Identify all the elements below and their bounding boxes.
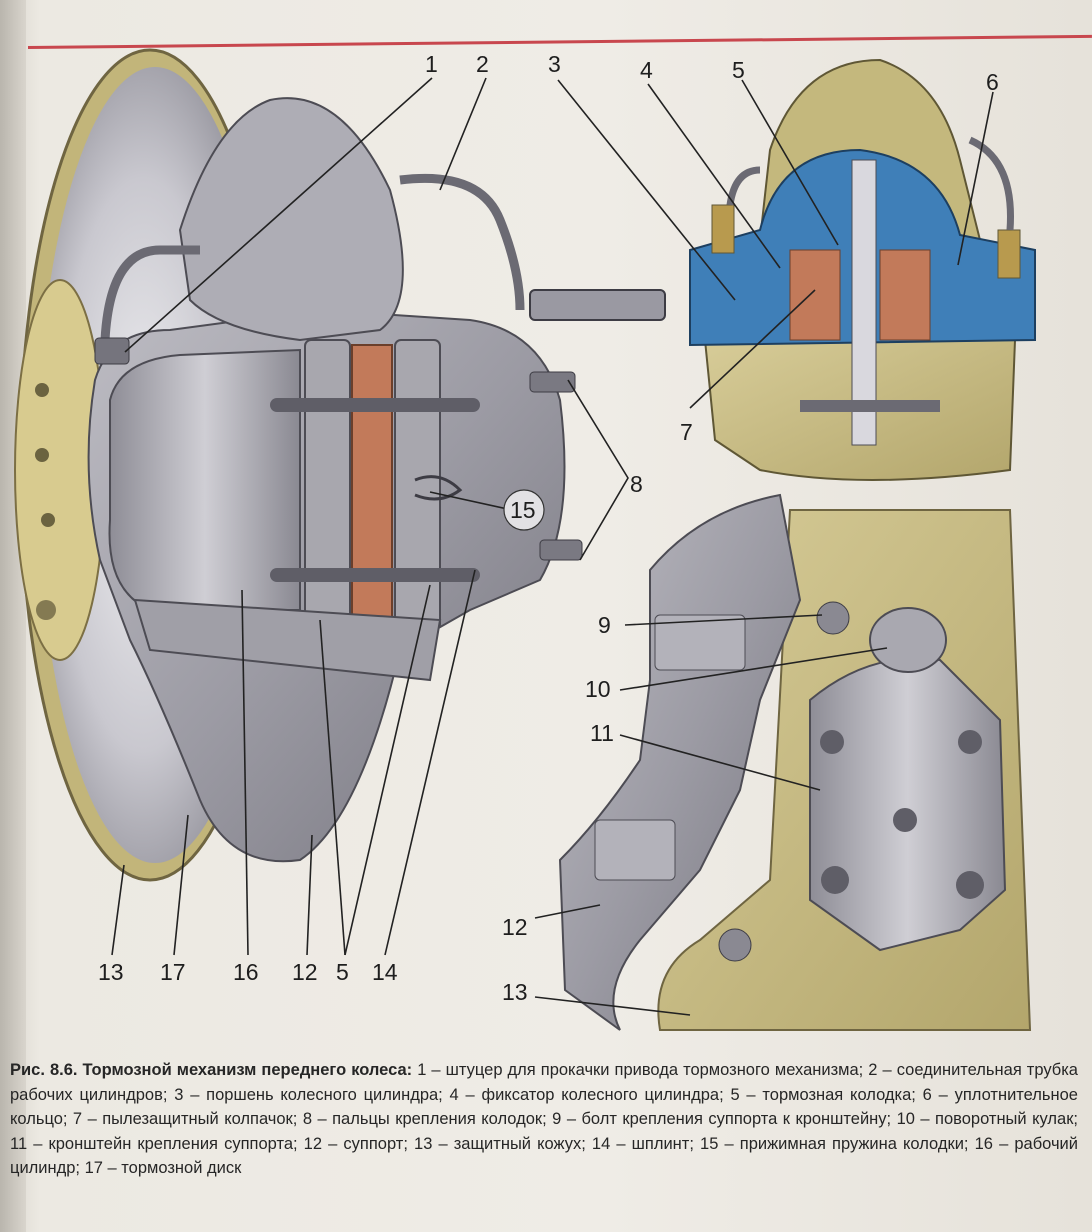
label-8: 8 [630, 471, 643, 497]
bleeder-fitting [94, 337, 130, 365]
label-1: 1 [425, 51, 438, 77]
label-15-circle [503, 489, 545, 531]
label-11: 11 [590, 720, 614, 746]
caption-body: 1 – штуцер для прокачки привода тормозно… [10, 1061, 1078, 1177]
label-3: 3 [548, 51, 561, 77]
brake-pad-outer [304, 339, 351, 631]
disc-edge [351, 344, 393, 626]
book-binding [0, 0, 26, 1232]
section-piston-right [879, 249, 931, 341]
label-13-right: 13 [502, 979, 528, 1005]
section-disc [851, 159, 877, 446]
brake-diagram: 1 2 3 4 5 6 7 8 15 9 10 11 12 13 13 17 1… [14, 48, 1036, 1031]
section-piston-left [789, 249, 841, 341]
bracket-view [558, 493, 1032, 1031]
label-5-top: 5 [732, 57, 745, 83]
connecting-pipe [100, 173, 525, 341]
guide-pin-upper [270, 398, 480, 412]
label-6: 6 [986, 69, 999, 95]
label-12-right: 12 [502, 914, 528, 940]
pad-spring [414, 475, 463, 501]
knuckle-boss [869, 607, 947, 673]
caliper-upper-wing [178, 97, 404, 342]
knuckle [809, 657, 1007, 952]
hose-fitting [529, 289, 666, 321]
label-14-bottom: 14 [372, 959, 398, 985]
cross-section [689, 58, 1036, 481]
label-13-bottom: 13 [98, 959, 124, 985]
caption-title: Рис. 8.6. Тормозной механизм переднего к… [10, 1061, 413, 1079]
label-16-bottom: 16 [233, 959, 259, 985]
label-4: 4 [640, 57, 653, 83]
brake-pad-inner [394, 339, 441, 631]
callouts: 1 2 3 4 5 6 7 8 15 9 10 11 12 13 13 17 1… [98, 51, 999, 1005]
label-17-bottom: 17 [160, 959, 186, 985]
label-12-bottom: 12 [292, 959, 318, 985]
guide-pin-lower [270, 568, 480, 582]
label-7: 7 [680, 419, 693, 445]
leader-lines [111, 77, 994, 1016]
label-5-bottom: 5 [336, 959, 349, 985]
label-9: 9 [598, 612, 611, 638]
label-2: 2 [476, 51, 489, 77]
label-10: 10 [585, 676, 611, 702]
left-assembly [14, 48, 666, 882]
figure-caption: Рис. 8.6. Тормозной механизм переднего к… [10, 1058, 1078, 1181]
label-15: 15 [510, 497, 536, 523]
